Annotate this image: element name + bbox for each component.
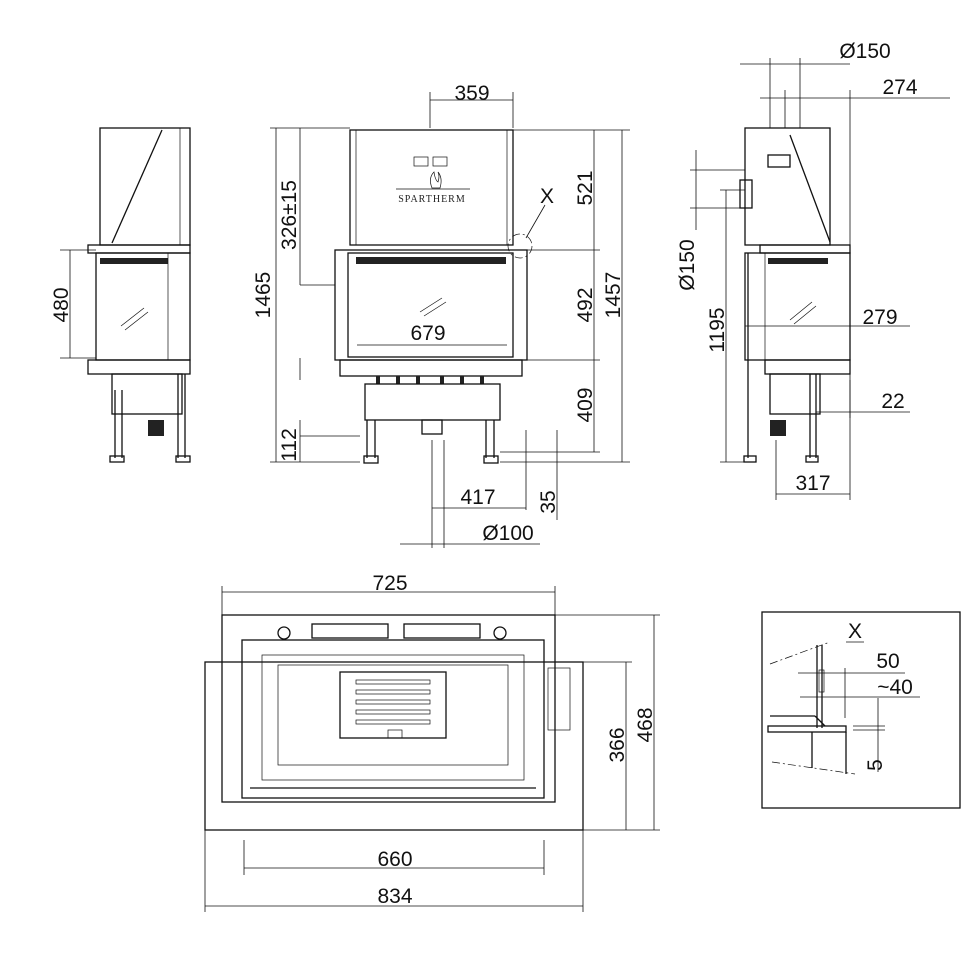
dim-679: 679 [410,322,445,345]
dim-50: 50 [876,650,899,673]
brand-logo: SPARTHERM [398,194,466,205]
dim-35: 35 [537,490,560,513]
dim-diameter-100: Ø100 [482,522,533,545]
dim-480: 480 [50,287,73,322]
dim-725: 725 [372,572,407,595]
dim-359: 359 [454,82,489,105]
front-view: SPARTHERM 359 1465 [252,82,630,548]
grate-slots [355,679,431,725]
dim-22: 22 [881,390,904,413]
right-side-view: Ø150 274 Ø150 1195 279 22 317 [676,40,950,500]
dim-521: 521 [574,170,597,205]
dim-409: 409 [574,387,597,422]
dim-diameter-150-top: Ø150 [839,40,890,63]
dim-417: 417 [460,486,495,509]
dim-317: 317 [795,472,830,495]
dim-492: 492 [574,287,597,322]
dim-326: 326±15 [278,180,301,250]
dim-112: 112 [278,428,301,461]
detail-x: X 50 ~40 5 [761,611,961,809]
dim-834: 834 [377,885,412,908]
plan-view: 725 468 366 660 834 [204,572,660,912]
dim-5: 5 [864,759,887,771]
dim-660: 660 [377,848,412,871]
dim-approx-40: ~40 [877,676,913,699]
detail-x-title: X [848,620,862,643]
dim-366: 366 [606,727,629,762]
dim-1465: 1465 [252,272,275,319]
dim-diameter-150-side: Ø150 [676,239,699,290]
dim-274: 274 [882,76,917,99]
dim-279: 279 [862,306,897,329]
spartherm-logo: SPARTHERM [396,156,470,205]
dim-1195: 1195 [706,307,729,352]
dim-468: 468 [634,707,657,742]
detail-x-marker: X [540,185,554,208]
dim-1457: 1457 [602,272,625,319]
left-side-view: 480 [50,127,191,463]
air-vents [376,376,484,384]
